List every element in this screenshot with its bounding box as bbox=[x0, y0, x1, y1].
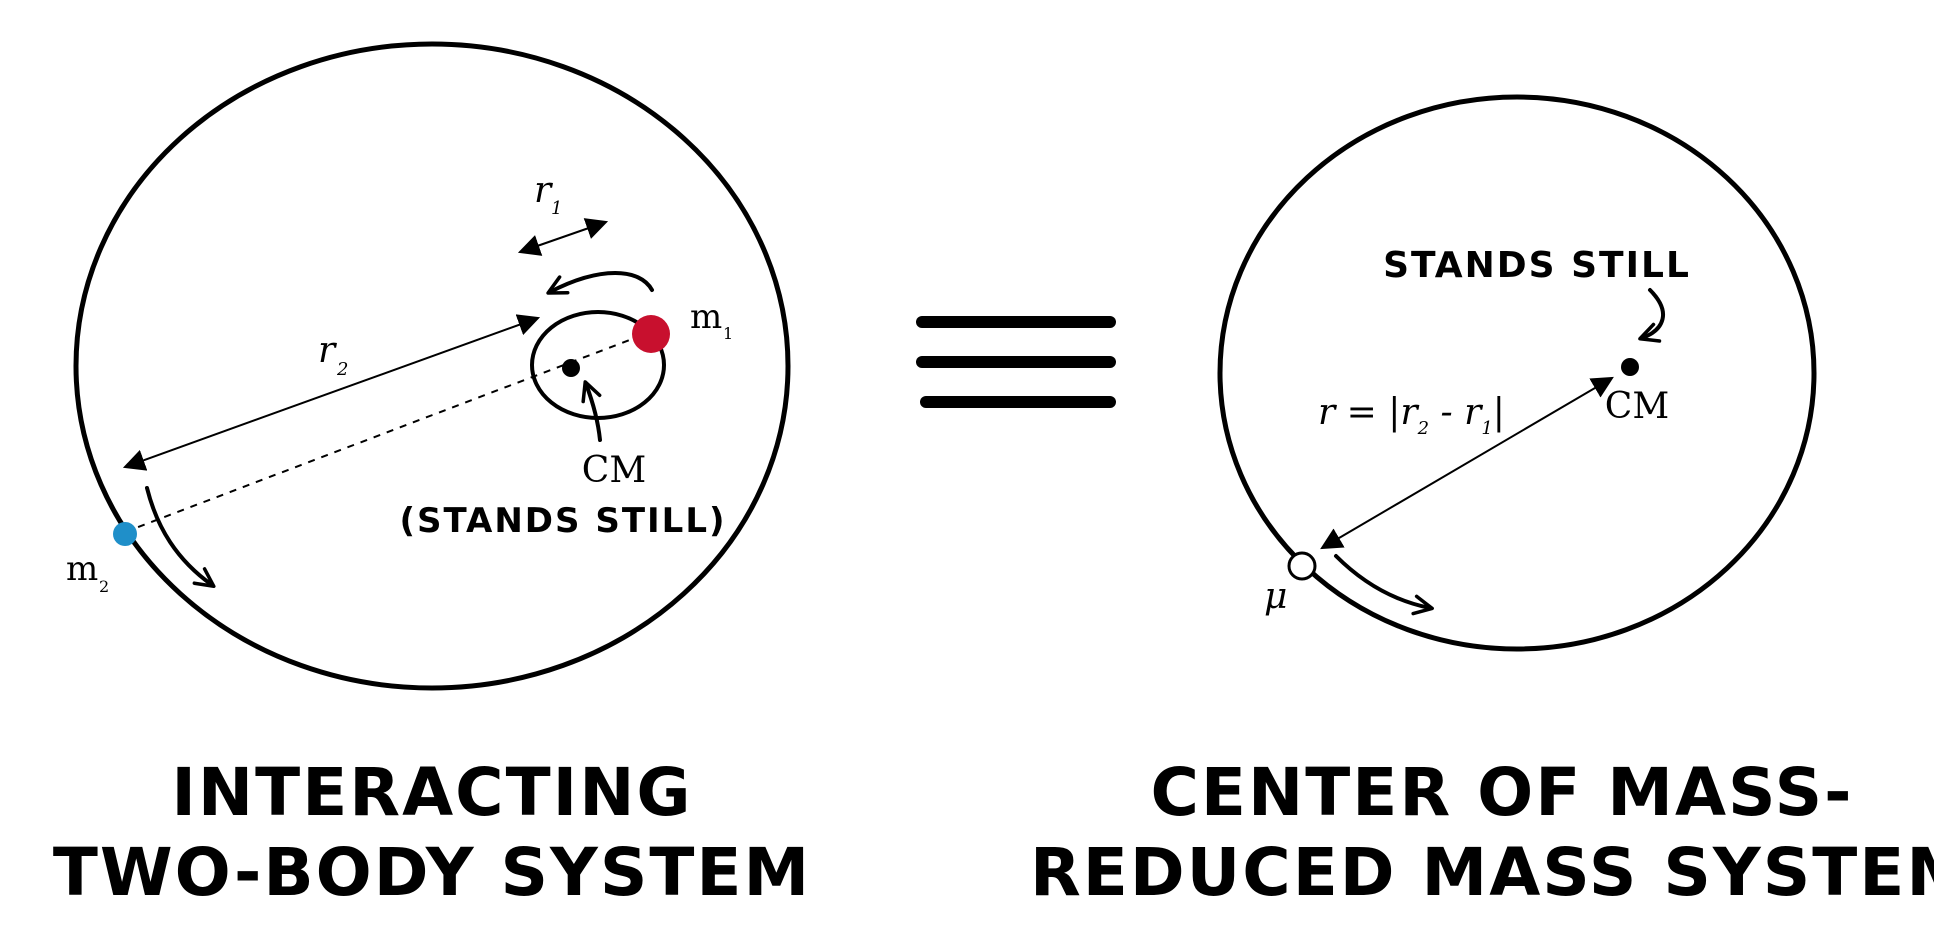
label-m1: m 1 bbox=[690, 297, 733, 343]
svg-text:1: 1 bbox=[551, 198, 562, 219]
m1-motion-arrow bbox=[546, 271, 654, 295]
right-panel: STANDS STILL CM r = |r2 - r1| μ CENTER O… bbox=[1030, 94, 1934, 911]
svg-text:r: r bbox=[534, 170, 553, 211]
label-r-formula: r = |r2 - r1| bbox=[1318, 392, 1505, 439]
dashed-line-m2-m1 bbox=[124, 332, 649, 533]
svg-text:m: m bbox=[690, 297, 722, 337]
equivalence-symbol: ≡ bbox=[0, 0, 1116, 408]
cm-point-right bbox=[1621, 358, 1639, 376]
left-orbit-m2 bbox=[73, 41, 791, 691]
mass-m1 bbox=[632, 315, 670, 353]
reduced-mass-mu bbox=[1287, 551, 1317, 581]
r2-arrow bbox=[122, 314, 541, 471]
label-cm-left: CM bbox=[582, 450, 646, 491]
left-caption-line2: TWO-BODY SYSTEM bbox=[53, 834, 811, 911]
svg-text:r: r bbox=[318, 330, 337, 371]
mass-m2 bbox=[113, 522, 137, 546]
svg-text:m: m bbox=[66, 549, 98, 589]
cm-pointer-arrow bbox=[581, 380, 602, 442]
svg-text:2: 2 bbox=[99, 577, 109, 596]
svg-text:1: 1 bbox=[723, 324, 733, 343]
right-orbit-mu bbox=[1217, 94, 1817, 652]
label-r2: r 2 bbox=[318, 330, 348, 380]
right-caption-line2: REDUCED MASS SYSTEM bbox=[1030, 834, 1934, 911]
left-panel: r 2 r 1 m 1 m 2 CM (STANDS STILL) bbox=[53, 41, 811, 911]
m2-motion-arrow bbox=[145, 486, 216, 589]
right-caption-line1: CENTER OF MASS- bbox=[1150, 754, 1853, 831]
svg-text:r = |r2 - r1|: r = |r2 - r1| bbox=[1318, 392, 1505, 439]
cm-pointer-arrow-right bbox=[1638, 288, 1665, 343]
svg-text:2: 2 bbox=[336, 359, 348, 380]
left-caption-line1: INTERACTING bbox=[171, 754, 692, 831]
label-mu: μ bbox=[1264, 576, 1287, 617]
svg-text:≡: ≡ bbox=[0, 0, 1, 1]
label-cm-right: CM bbox=[1605, 386, 1669, 427]
label-r1: r 1 bbox=[534, 170, 562, 219]
r-arrow bbox=[1320, 376, 1614, 550]
label-m2: m 2 bbox=[66, 549, 109, 596]
label-stands-still-right: STANDS STILL bbox=[1383, 245, 1691, 286]
cm-point-left bbox=[562, 359, 580, 377]
r1-arrow bbox=[517, 218, 609, 256]
mu-motion-arrow bbox=[1334, 554, 1434, 616]
label-stands-still-left: (STANDS STILL) bbox=[399, 501, 726, 541]
